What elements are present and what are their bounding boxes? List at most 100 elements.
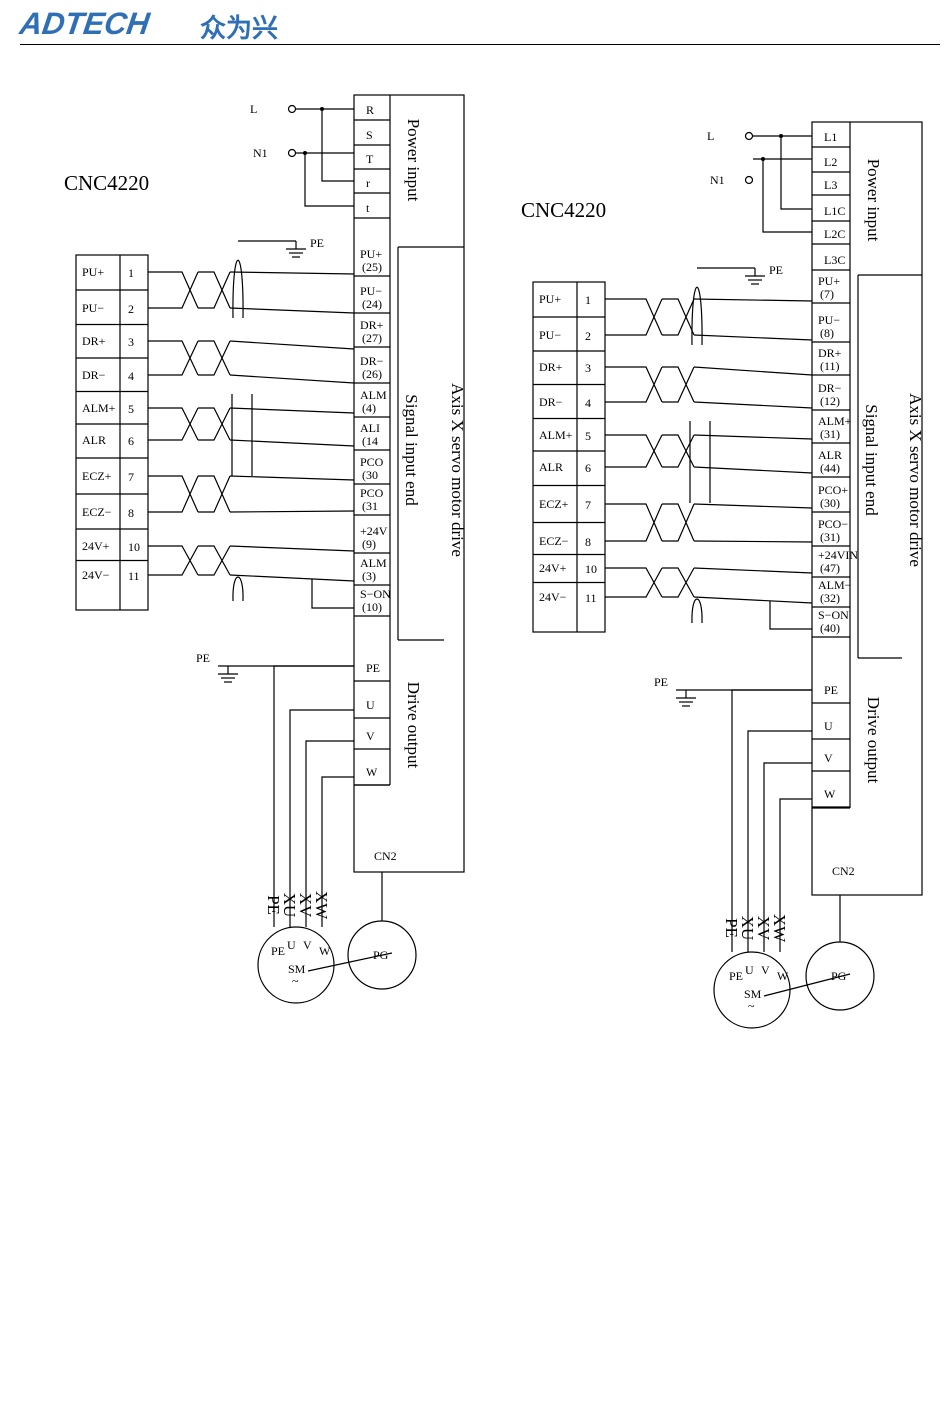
twisted-pair bbox=[198, 271, 231, 309]
controller-pin-number: 10 bbox=[585, 562, 597, 576]
signal-terminal-name: ALR bbox=[818, 448, 842, 462]
signal-terminal-name: ALM+ bbox=[818, 414, 852, 428]
drive-title-label: Axis X servo motor drive bbox=[906, 393, 925, 567]
signal-wire bbox=[693, 503, 813, 509]
signal-terminal-name: DR+ bbox=[360, 318, 384, 332]
page-header: ADTECH 众为兴 bbox=[0, 0, 950, 48]
controller-pin-number: 5 bbox=[585, 429, 591, 443]
terminal-node bbox=[287, 104, 297, 114]
twisted-pair bbox=[166, 407, 199, 441]
twisted-pair bbox=[166, 545, 199, 576]
motor-wire-label: PE bbox=[264, 895, 283, 915]
signal-terminal-pin: (24) bbox=[362, 297, 382, 311]
motor-wire-label: PE bbox=[722, 918, 741, 938]
output-terminal: W bbox=[366, 765, 378, 779]
shield-loop bbox=[691, 286, 703, 346]
signal-terminal-pin: (47) bbox=[820, 561, 840, 575]
controller-pin-signal: 24V+ bbox=[539, 561, 567, 575]
twisted-pair bbox=[166, 271, 199, 309]
signal-terminal-name: PCO+ bbox=[818, 483, 848, 497]
servo-motor bbox=[713, 951, 791, 1029]
signal-wire bbox=[229, 545, 355, 552]
twisted-pair bbox=[166, 475, 199, 513]
controller-pin-number: 8 bbox=[585, 535, 591, 549]
drive-output-label: Drive output bbox=[864, 697, 883, 784]
motor-wire bbox=[779, 798, 812, 952]
twisted-pair bbox=[198, 271, 231, 309]
twisted-pair bbox=[662, 366, 695, 403]
cn2-label: CN2 bbox=[832, 864, 855, 878]
signal-terminal-name: PCO bbox=[360, 455, 384, 469]
junction-dot bbox=[303, 151, 307, 155]
controller-pin-number: 3 bbox=[585, 361, 591, 375]
signal-wire bbox=[693, 540, 813, 543]
signal-wire bbox=[229, 510, 355, 513]
motor-wire bbox=[273, 665, 354, 927]
signal-terminal-pin: (32) bbox=[820, 591, 840, 605]
motor-wire-label: XW bbox=[312, 891, 331, 920]
motor-wire-label: XU bbox=[280, 893, 299, 918]
motor-wire bbox=[321, 776, 354, 927]
motor-pin-label: PE bbox=[271, 944, 285, 958]
twisted-pair bbox=[662, 503, 695, 542]
s-on-jumper bbox=[311, 579, 354, 609]
signal-terminal-name: S−ON bbox=[360, 587, 391, 601]
controller-pin-number: 2 bbox=[128, 302, 134, 316]
signal-wire bbox=[693, 334, 813, 341]
twisted-pair bbox=[198, 545, 231, 576]
controller-pin-number: 6 bbox=[585, 461, 591, 475]
motor-pin-label: W bbox=[319, 944, 331, 958]
signal-terminal-name: ALM bbox=[360, 388, 387, 402]
power-terminal: L1 bbox=[824, 130, 837, 144]
twisted-pair bbox=[630, 567, 663, 598]
signal-wire bbox=[693, 434, 813, 440]
encoder-label: PG bbox=[831, 969, 847, 983]
signal-terminal-name: ALI bbox=[360, 421, 380, 435]
output-terminal: V bbox=[366, 729, 375, 743]
terminal-node bbox=[744, 175, 754, 185]
twisted-pair bbox=[166, 340, 199, 376]
signal-terminal-pin: (4) bbox=[362, 401, 376, 415]
signal-terminal-name: PCO bbox=[360, 486, 384, 500]
signal-wire bbox=[693, 567, 813, 574]
output-terminal: W bbox=[824, 787, 836, 801]
output-terminal: PE bbox=[366, 661, 380, 675]
signal-terminal-name: +24VIN bbox=[818, 548, 858, 562]
signal-terminal-name: ALM− bbox=[818, 578, 852, 592]
controller-pin-signal: ALM+ bbox=[539, 428, 573, 442]
signal-terminal-pin: (30 bbox=[362, 468, 378, 482]
output-terminal: PE bbox=[824, 683, 838, 697]
signal-terminal-pin: (31 bbox=[362, 499, 378, 513]
signal-wire bbox=[229, 340, 355, 350]
line-L-label: L bbox=[250, 102, 257, 116]
controller-pin-signal: ECZ− bbox=[539, 534, 569, 548]
signal-terminal-pin: (9) bbox=[362, 537, 376, 551]
header-divider bbox=[20, 44, 940, 45]
controller-terminal-block bbox=[75, 254, 149, 611]
twisted-pair bbox=[166, 340, 199, 376]
terminal-node bbox=[287, 148, 297, 158]
twisted-pair bbox=[166, 407, 199, 441]
controller-pin-number: 7 bbox=[128, 470, 134, 484]
signal-terminal-pin: (10) bbox=[362, 600, 382, 614]
shield-loop bbox=[232, 576, 244, 602]
signal-terminal-name: S−ON bbox=[818, 608, 849, 622]
controller-pin-signal: 24V+ bbox=[82, 539, 110, 553]
twisted-pair bbox=[198, 340, 231, 376]
power-terminal: r bbox=[366, 176, 370, 190]
brand-logo-chinese: 众为兴 bbox=[200, 14, 279, 44]
power-terminal: t bbox=[366, 201, 370, 215]
twisted-pair bbox=[198, 407, 231, 441]
signal-wire bbox=[229, 439, 355, 447]
signal-terminal-pin: (3) bbox=[362, 569, 376, 583]
line-L-label: L bbox=[707, 129, 714, 143]
signal-terminal-name: PU− bbox=[360, 284, 382, 298]
power-terminal: L1C bbox=[824, 204, 845, 218]
controller-pin-signal: ALM+ bbox=[82, 401, 116, 415]
twisted-pair bbox=[198, 340, 231, 376]
controller-pin-number: 4 bbox=[585, 396, 591, 410]
output-terminal: V bbox=[824, 751, 833, 765]
controller-pin-signal: 24V− bbox=[82, 568, 110, 582]
motor-pin-label: V bbox=[761, 963, 770, 977]
